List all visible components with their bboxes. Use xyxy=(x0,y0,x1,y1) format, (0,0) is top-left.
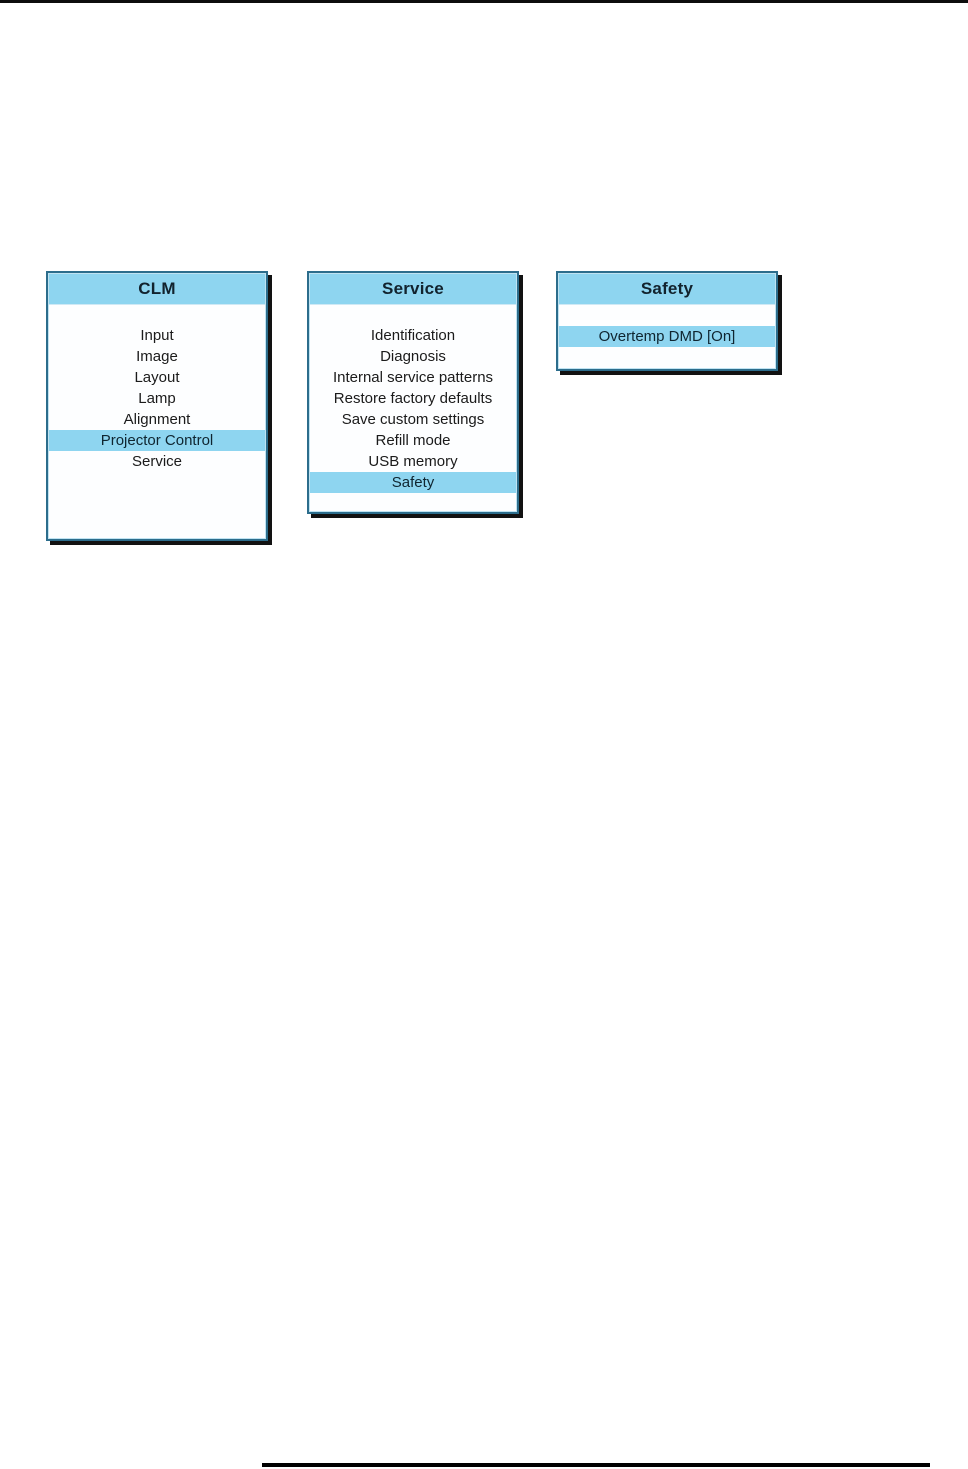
footer-rule xyxy=(262,1463,930,1467)
menu-item-service[interactable]: Service xyxy=(131,453,183,470)
menu-item-image[interactable]: Image xyxy=(136,348,178,365)
menu-item-identification[interactable]: Identification xyxy=(370,327,456,344)
menu-item-safety[interactable]: Safety xyxy=(310,472,516,493)
osd-menu-service[interactable]: Service Identification Diagnosis Interna… xyxy=(307,271,519,514)
menu-item-usb-memory[interactable]: USB memory xyxy=(368,453,458,470)
menu-item-spacer xyxy=(559,305,775,326)
menu-item-refill-mode[interactable]: Refill mode xyxy=(375,432,451,449)
menu-item-projector-control[interactable]: Projector Control xyxy=(49,430,265,451)
page-top-edge xyxy=(0,0,968,3)
menu-item-save-custom-settings[interactable]: Save custom settings xyxy=(341,411,485,428)
osd-menu-clm[interactable]: CLM Input Image Layout Lamp Alignment Pr… xyxy=(46,271,268,541)
menu-item-diagnosis[interactable]: Diagnosis xyxy=(380,348,446,365)
menu-item-internal-service-patterns[interactable]: Internal service patterns xyxy=(332,369,494,386)
osd-menu-service-title: Service xyxy=(310,274,516,305)
osd-menu-clm-body: CLM Input Image Layout Lamp Alignment Pr… xyxy=(48,273,266,539)
osd-menu-clm-title: CLM xyxy=(49,274,265,305)
menu-item-lamp[interactable]: Lamp xyxy=(138,390,176,407)
osd-menu-service-list: Identification Diagnosis Internal servic… xyxy=(310,305,516,493)
osd-menu-service-body: Service Identification Diagnosis Interna… xyxy=(309,273,517,512)
menu-item-alignment[interactable]: Alignment xyxy=(123,411,191,428)
menu-item-layout[interactable]: Layout xyxy=(134,369,180,386)
osd-menu-clm-list: Input Image Layout Lamp Alignment Projec… xyxy=(49,305,265,472)
menu-item-overtemp-dmd[interactable]: Overtemp DMD [On] xyxy=(559,326,775,347)
osd-menu-safety-title: Safety xyxy=(559,274,775,305)
osd-menu-safety-body: Safety Overtemp DMD [On] xyxy=(558,273,776,369)
menu-item-restore-factory-defaults[interactable]: Restore factory defaults xyxy=(333,390,493,407)
menu-item-input[interactable]: Input xyxy=(140,327,174,344)
osd-menu-safety[interactable]: Safety Overtemp DMD [On] xyxy=(556,271,778,371)
osd-menu-safety-list: Overtemp DMD [On] xyxy=(559,305,775,347)
